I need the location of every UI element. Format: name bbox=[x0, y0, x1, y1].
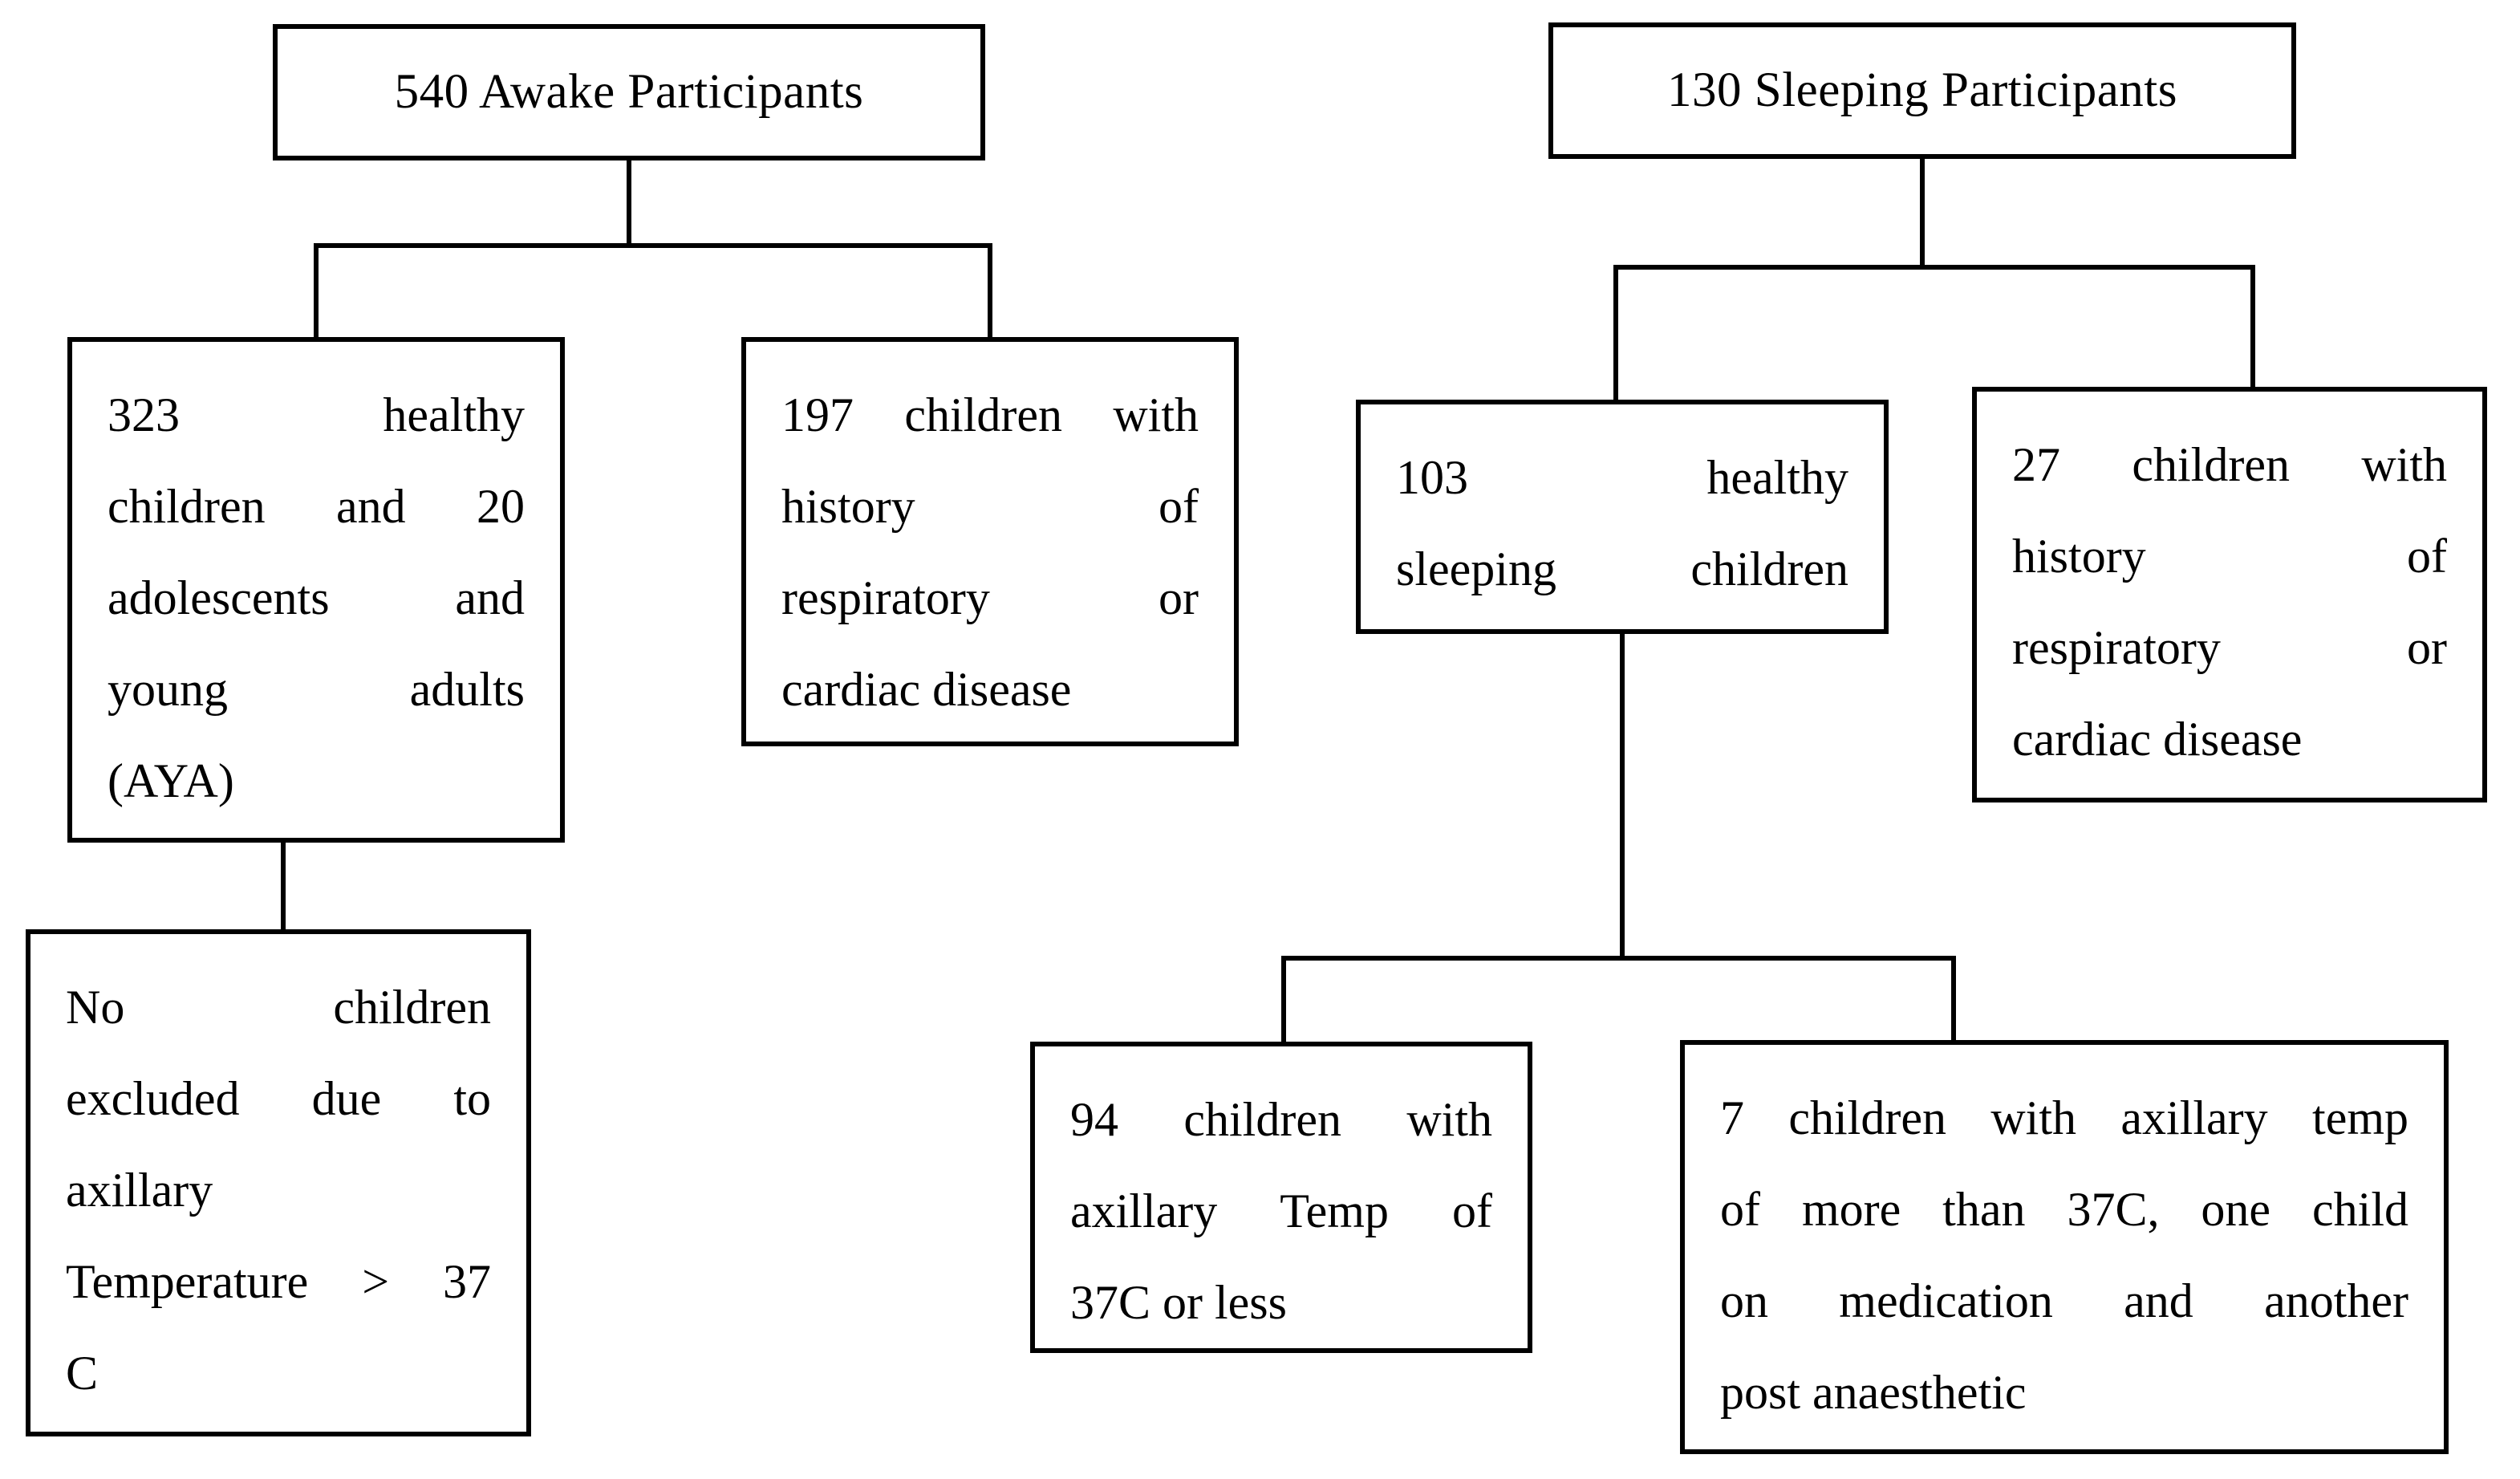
sleeping-branch-connector bbox=[1613, 158, 2255, 400]
box-text-line: 94 children with bbox=[1070, 1093, 1492, 1146]
box-text-line: post anaesthetic bbox=[1720, 1366, 2027, 1419]
awake-branch-connector bbox=[314, 159, 992, 337]
box-text-line: 197 children with bbox=[781, 388, 1199, 441]
box-text-line: history of bbox=[781, 480, 1199, 533]
box-text-line: 103 healthy bbox=[1396, 451, 1848, 504]
box-text-line: axillary Temp of bbox=[1070, 1184, 1492, 1237]
box-text-line: young adults bbox=[108, 663, 525, 716]
box-sleeping-excluded-children: 27 children with history of respiratory … bbox=[1972, 387, 2487, 802]
box-text-line: sleeping children bbox=[1396, 542, 1848, 595]
box-text-line: cardiac disease bbox=[781, 663, 1072, 716]
box-no-children-excluded: No children excluded due to axillary Tem… bbox=[26, 929, 531, 1436]
sleeping-participants-label: 130 Sleeping Participants bbox=[1667, 63, 2177, 117]
box-sleeping-participants: 130 Sleeping Participants bbox=[1548, 22, 2296, 159]
box-text-line: 323 healthy bbox=[108, 388, 525, 441]
box-text-line: respiratory or bbox=[2012, 621, 2447, 674]
box-text-line: (AYA) bbox=[108, 754, 234, 807]
box-text-line: 37C or less bbox=[1070, 1276, 1287, 1329]
box-text-line: adolescents and bbox=[108, 571, 525, 624]
box-awake-participants: 540 Awake Participants bbox=[273, 24, 985, 160]
box-text-line: axillary bbox=[66, 1164, 213, 1217]
box-awake-healthy-children: 323 healthy children and 20 adolescents … bbox=[67, 337, 565, 843]
box-text-line: 27 children with bbox=[2012, 438, 2447, 491]
box-text-line: respiratory or bbox=[781, 571, 1199, 624]
box-sleeping-normal-temp: 94 children with axillary Temp of 37C or… bbox=[1030, 1042, 1532, 1353]
box-text-line: history of bbox=[2012, 530, 2447, 583]
sleeping-healthy-branch-connector bbox=[1281, 634, 1956, 1042]
awake-participants-label: 540 Awake Participants bbox=[394, 65, 864, 119]
box-sleeping-healthy-children: 103 healthy sleeping children bbox=[1356, 400, 1889, 634]
box-text-line: No children bbox=[66, 981, 491, 1034]
box-text-line: children and 20 bbox=[108, 480, 525, 533]
box-text-line: cardiac disease bbox=[2012, 713, 2303, 766]
box-text-line: Temperature > 37 bbox=[66, 1255, 491, 1308]
box-text-line: 7 children with axillary temp bbox=[1720, 1091, 2408, 1144]
box-text-line: excluded due to bbox=[66, 1072, 491, 1125]
box-sleeping-high-temp: 7 children with axillary temp of more th… bbox=[1680, 1040, 2449, 1454]
box-text-line: C bbox=[66, 1347, 99, 1400]
box-text-line: of more than 37C, one child bbox=[1720, 1183, 2408, 1236]
box-text-line: on medication and another bbox=[1720, 1274, 2408, 1327]
box-awake-excluded-children: 197 children with history of respiratory… bbox=[741, 337, 1239, 746]
